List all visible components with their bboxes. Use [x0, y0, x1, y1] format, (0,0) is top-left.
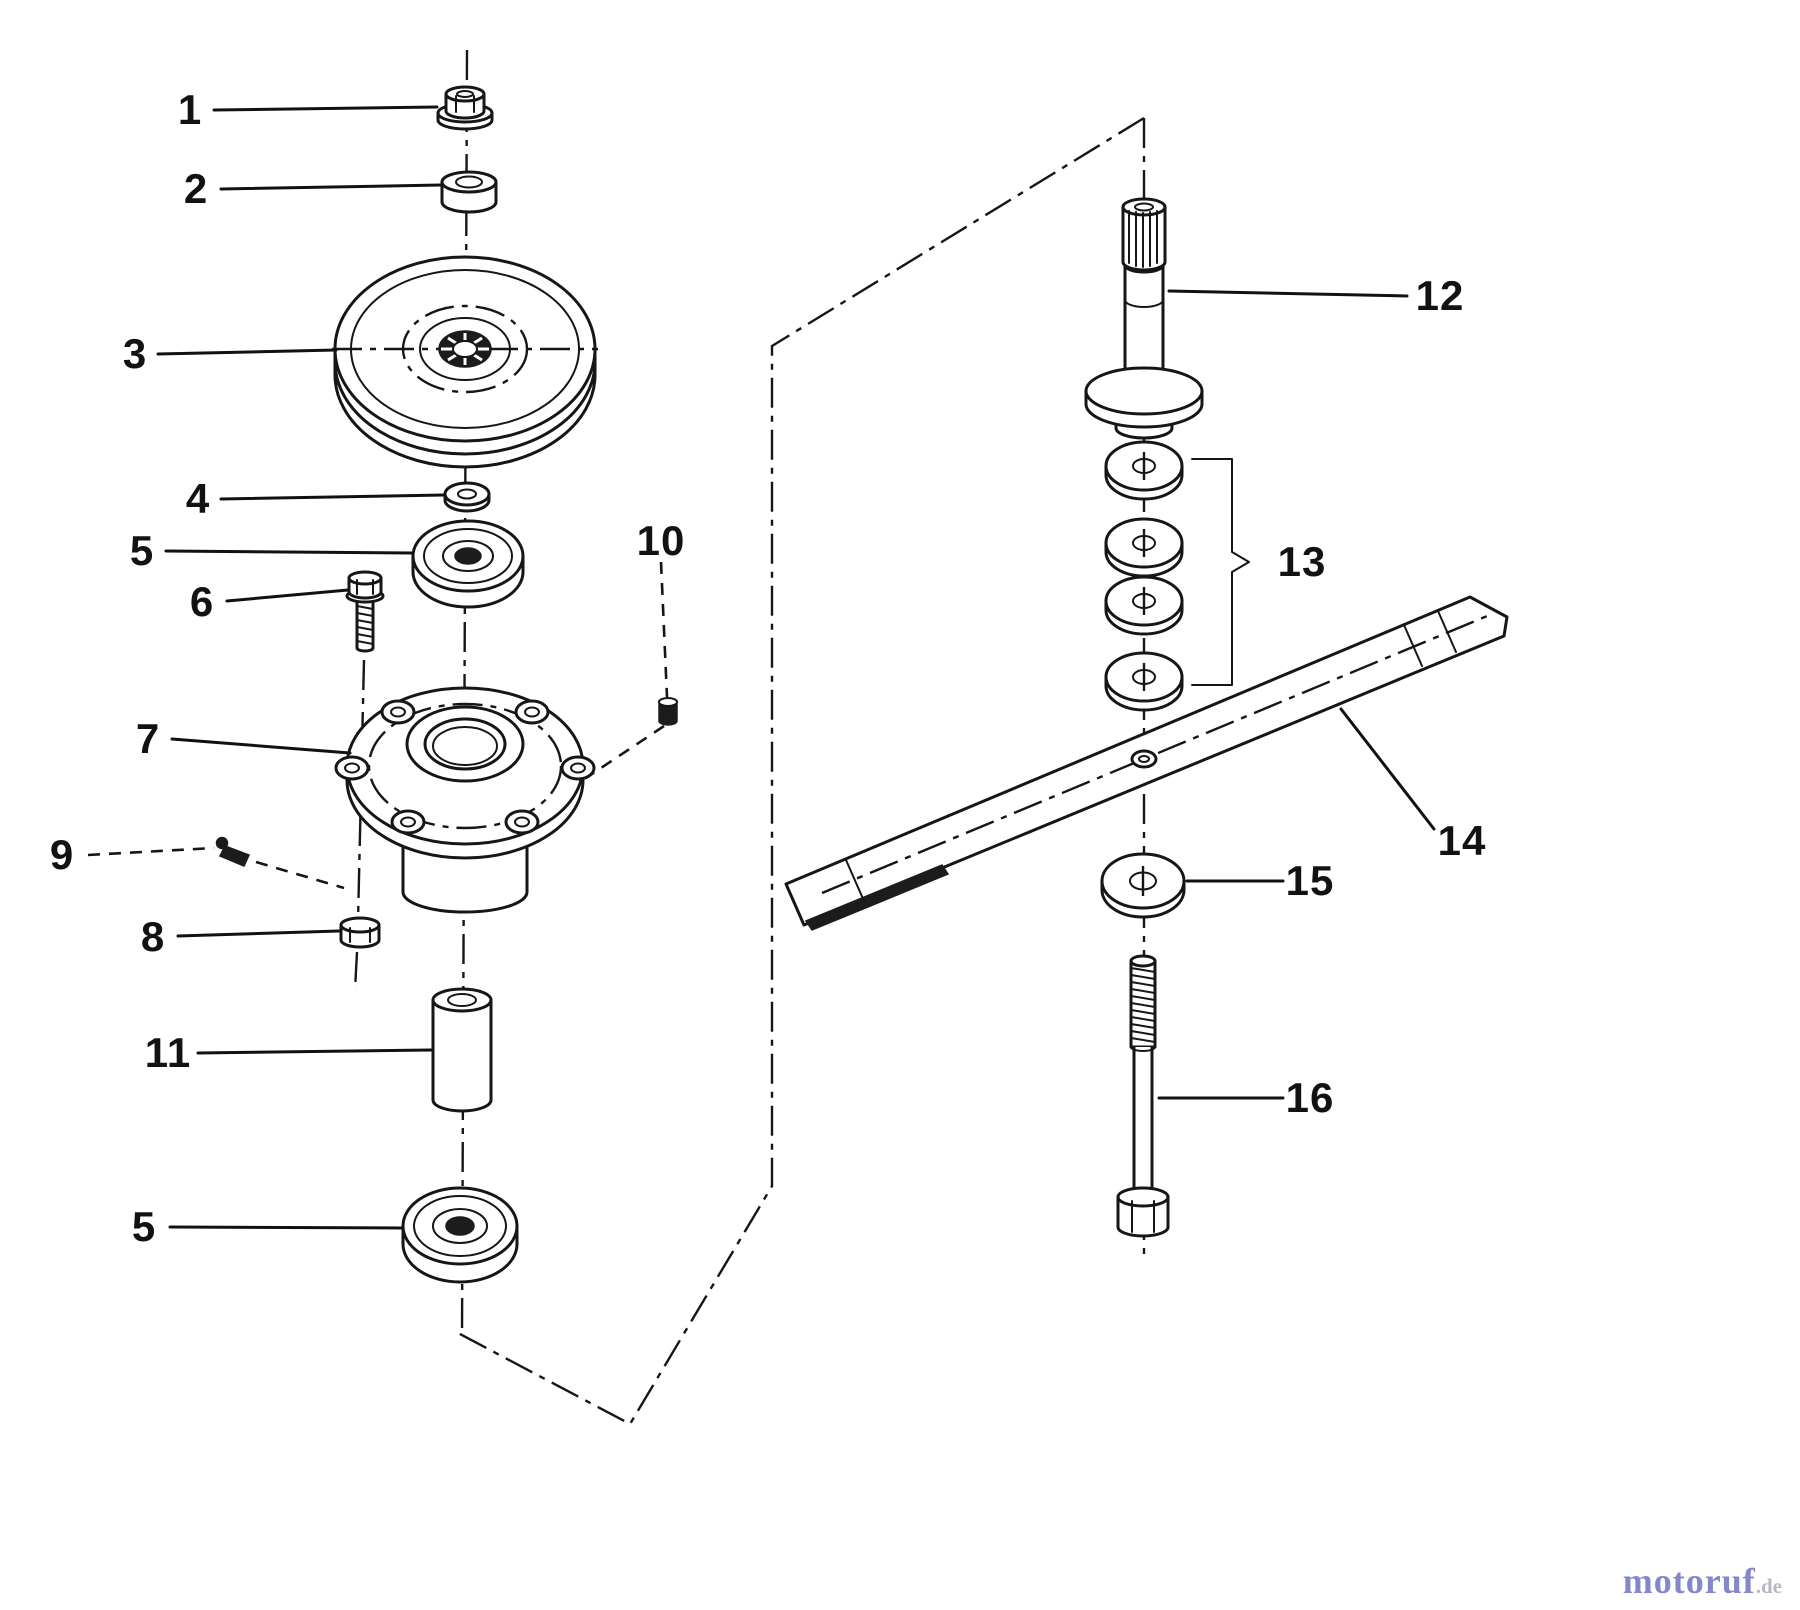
callout-6: 6 — [189, 578, 215, 625]
callout-14: 14 — [1437, 817, 1487, 864]
spacer-tube — [431, 987, 493, 1113]
watermark-suffix: .de — [1755, 1574, 1782, 1598]
leader-lines — [156, 105, 1436, 1230]
callout-5-lower: 5 — [131, 1203, 157, 1250]
hex-bolt — [345, 570, 385, 922]
callout-3: 3 — [122, 330, 148, 377]
callout-5-upper: 5 — [129, 527, 155, 574]
spindle-housing — [334, 686, 596, 914]
spacer-bushing — [440, 170, 498, 214]
hex-nut — [339, 916, 381, 991]
watermark: motoruf.de — [1623, 1560, 1782, 1602]
blade-cutting-edge — [804, 864, 950, 931]
housing-lug-holes — [334, 699, 596, 835]
grease-fitting — [87, 836, 345, 890]
blade-bolt — [1116, 954, 1170, 1238]
callout-13: 13 — [1277, 538, 1327, 585]
callout-11: 11 — [144, 1029, 192, 1076]
mower-blade — [784, 595, 1509, 931]
washer-stack — [1104, 440, 1250, 712]
callout-8: 8 — [140, 913, 166, 960]
watermark-brand: motoruf — [1622, 1561, 1756, 1601]
blade-center-hole — [1130, 749, 1158, 769]
callout-16: 16 — [1285, 1074, 1335, 1121]
callout-12: 12 — [1415, 272, 1465, 319]
bearing-upper — [411, 519, 525, 609]
bearing-lower — [401, 1186, 519, 1284]
callout-7: 7 — [135, 715, 161, 762]
callout-4: 4 — [185, 475, 211, 522]
washer-stack-bracket — [1191, 458, 1250, 686]
spindle-shaft — [1084, 197, 1204, 440]
pulley — [332, 255, 598, 469]
blade-washer — [1100, 852, 1186, 919]
callout-9: 9 — [49, 831, 75, 878]
flange-nut — [436, 85, 494, 131]
callout-15: 15 — [1285, 857, 1335, 904]
callout-1: 1 — [177, 86, 203, 133]
callout-2: 2 — [183, 165, 209, 212]
washer-small — [443, 481, 491, 513]
callout-10: 10 — [636, 517, 686, 564]
roll-pin — [585, 561, 678, 780]
